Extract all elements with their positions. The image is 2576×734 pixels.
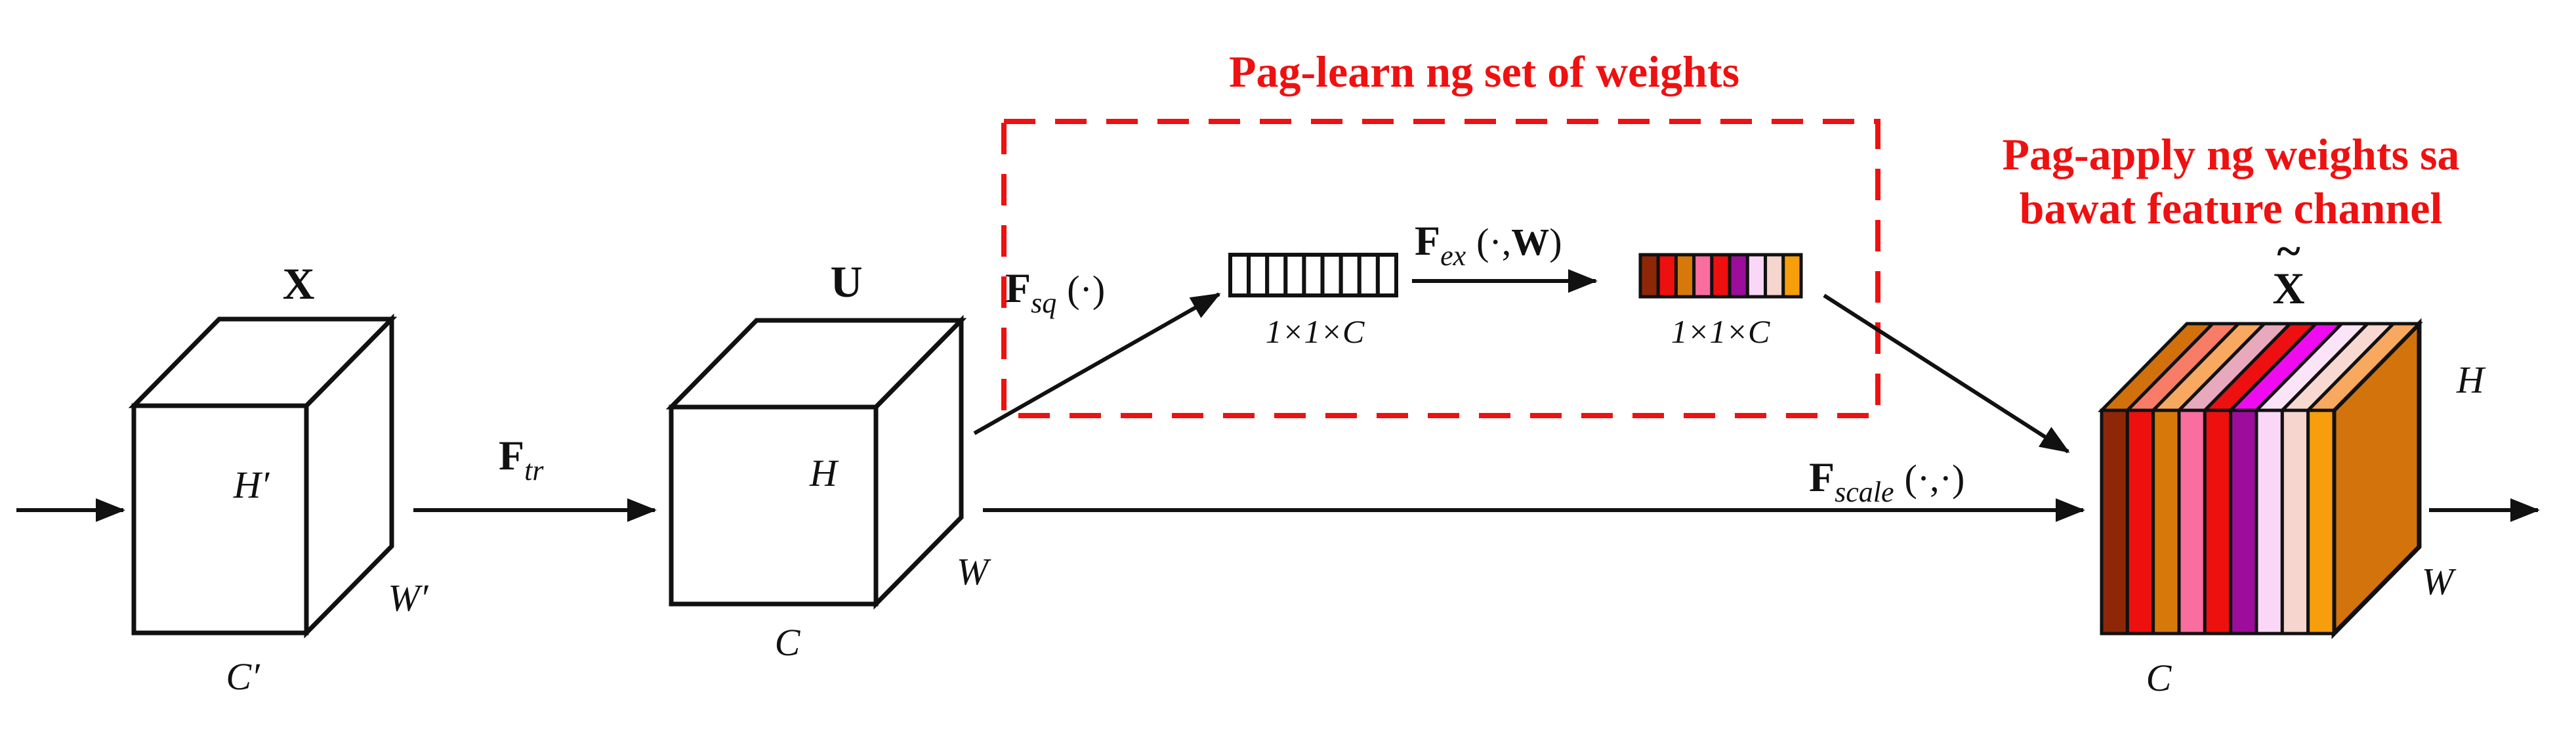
squeeze-bar-cell [1247,253,1270,297]
squeeze-fn-label: Fsq(·) [1005,265,1105,319]
output-cube-front-stripe [2229,408,2258,636]
output-tensor-label: X [2272,263,2304,313]
squeeze-bar-cell [1283,253,1306,297]
output-tensor-tilde: ~ [2277,226,2300,276]
input-tensor-cube [128,313,398,639]
feature-channels-label: C [775,621,801,664]
excitation-bar-cell [1728,253,1749,299]
squeeze-bar-cell [1357,253,1380,297]
input-channels-label: C′ [226,655,260,698]
scale-fn-label: Fscale(·,·) [1809,454,1964,508]
excitation-vector-bar [1638,253,1803,299]
input-width-label: W′ [388,576,428,619]
output-cube-front-stripe [2306,408,2336,636]
feature-width-label: W [957,550,991,593]
squeeze-bar-cell [1339,253,1361,297]
excitation-vector-size-label: 1×1×C [1671,313,1770,350]
squeeze-vector-size-label: 1×1×C [1266,313,1365,350]
output-cube-front-stripe [2125,408,2155,636]
squeeze-bar-cell [1375,253,1399,297]
squeeze-bar-cell [1302,253,1325,297]
annotation-apply-weights-line2: bawat feature channel [2020,183,2443,233]
annotation-apply-weights-line1: Pag-apply ng weights sa [2002,129,2459,179]
output-height-label: H [2456,358,2486,401]
excitation-bar-cell [1656,253,1678,299]
excitation-bar-cell [1692,253,1714,299]
input-height-label: H′ [233,464,270,506]
input-tensor-label: X [282,259,314,309]
output-cube-front-stripe [2177,408,2207,636]
output-cube-front-stripe [2151,408,2181,636]
output-cube-front-stripe [2203,408,2233,636]
feature-map-cube [665,314,967,610]
input-cube-front-face [131,403,309,636]
output-tensor-cube [2098,318,2423,639]
feature-map-label: U [830,257,862,307]
feature-height-label: H [809,452,839,494]
transform-fn-label: Ftr [499,432,544,486]
excitation-bar-cell [1674,253,1696,299]
squeeze-vector-bar [1228,253,1399,297]
excitation-bar-cell [1745,253,1768,299]
output-channels-label: C [2146,657,2172,699]
learned-weights-dashed-box [1001,119,1880,418]
output-cube-front-stripe [2280,408,2310,636]
squeeze-arrow [973,292,1221,435]
excitation-bar-cell [1781,253,1803,299]
feature-cube-front-face [669,404,879,607]
output-cube-front-stripe [2254,408,2284,636]
excitation-fn-label: Fex(·,W) [1415,217,1562,272]
excitation-bar-cell [1764,253,1785,299]
output-width-label: W [2422,560,2457,603]
excitation-bar-cell [1710,253,1732,299]
excitation-bar-cell [1638,253,1660,299]
squeeze-bar-cell [1320,253,1343,297]
annotation-learn-weights: Pag-learn ng set of weights [1229,47,1739,97]
squeeze-bar-cell [1265,253,1288,297]
output-cube-front-stripe [2100,408,2129,636]
squeeze-bar-cell [1228,253,1251,297]
weights-to-output-arrow [1823,293,2070,454]
